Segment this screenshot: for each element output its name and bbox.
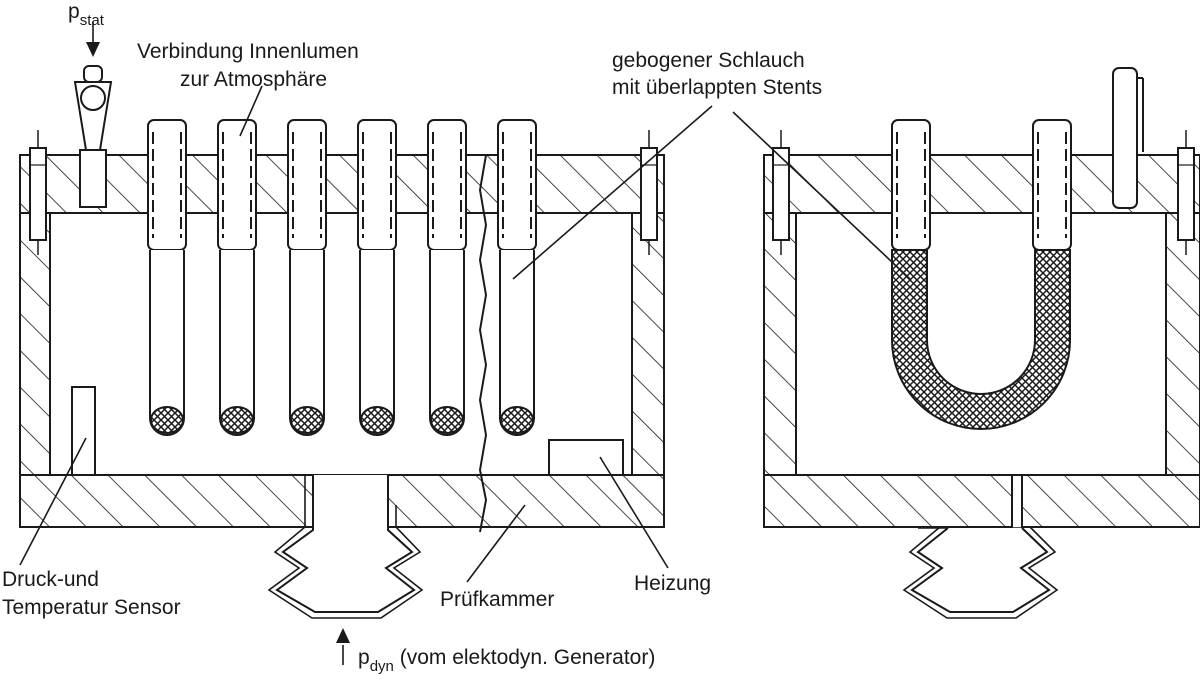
label-schlauch-2: mit überlappten Stents [612, 76, 822, 99]
label-heizung: Heizung [634, 572, 711, 595]
right-port [1112, 67, 1144, 209]
label-pdyn: pdyn (vom elektodyn. Generator) [358, 646, 655, 674]
left-wall [19, 212, 51, 476]
right-bolt-left [772, 130, 790, 255]
bolt-left [29, 130, 47, 255]
bellows-right [902, 475, 1059, 619]
tube-2 [217, 119, 257, 436]
u-tube-fittings [891, 119, 1072, 251]
right-bottom-right [1021, 474, 1200, 528]
tube-6 [497, 119, 537, 436]
bottom-plate-left [19, 474, 314, 528]
leader-sensor [19, 437, 87, 566]
label-verbindung-1: Verbindung Innenlumen [137, 40, 359, 63]
sensor [71, 386, 96, 476]
left-lid [19, 154, 665, 214]
heater [548, 439, 624, 476]
right-inner-cavity [795, 212, 1167, 476]
tube-3 [287, 119, 327, 436]
leader-pruefkammer [466, 504, 526, 583]
label-sensor-2: Temperatur Sensor [2, 596, 181, 619]
labels: pstat Verbindung Innenlumen zur Atmosphä… [2, 0, 822, 674]
leader-schlauch-left [512, 105, 713, 280]
right-chamber-left-wall [763, 212, 797, 476]
label-sensor-1: Druck-und [2, 568, 99, 591]
right-chamber [763, 67, 1200, 619]
label-verbindung-2: zur Atmosphäre [180, 68, 327, 91]
leader-schlauch-right [732, 111, 911, 280]
section-break-line [478, 154, 488, 533]
leader-lines [19, 22, 911, 665]
bellows-left [267, 475, 424, 619]
right-bolt-right [1177, 130, 1195, 255]
tube-5 [427, 119, 467, 436]
leader-verbindung [239, 85, 263, 137]
label-pstat: pstat [68, 0, 105, 29]
leader-heizung [599, 456, 669, 569]
tube-4 [357, 119, 397, 436]
arrow-pdyn-head [336, 628, 350, 643]
pressure-port [73, 65, 113, 208]
label-pruefkammer: Prüfkammer [440, 588, 554, 611]
label-schlauch-1: gebogener Schlauch [612, 49, 805, 72]
u-tube-stented [891, 249, 1071, 430]
tube-1 [147, 119, 187, 436]
right-chamber-right-wall [1165, 212, 1200, 476]
bottom-plate-right [387, 474, 665, 528]
right-bottom-left [763, 474, 1013, 528]
left-chamber [19, 65, 665, 619]
arrow-pstat-head [86, 42, 100, 57]
right-wall [631, 212, 665, 476]
bolt-right [640, 130, 658, 255]
